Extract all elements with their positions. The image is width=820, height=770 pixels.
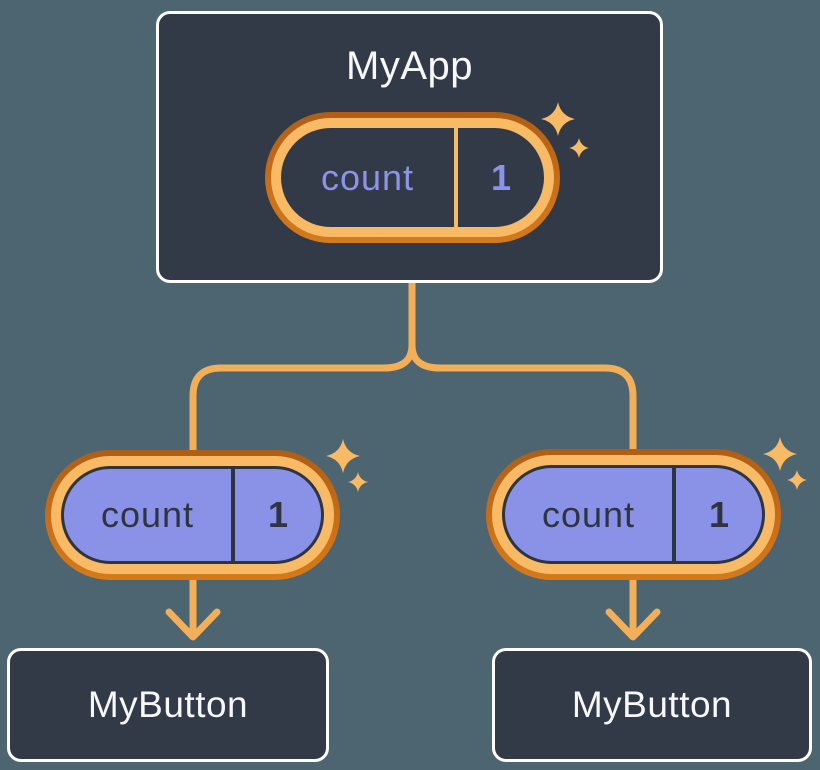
prop-value: 1: [708, 493, 730, 535]
arrow-head-left-icon: [165, 608, 221, 641]
arrow-head-right-icon: [605, 608, 661, 641]
prop-pill-ring: count 1: [51, 456, 334, 574]
component-card-myapp: MyApp count 1: [156, 11, 663, 283]
prop-key-label: count: [100, 494, 195, 535]
component-card-mybutton-left: MyButton: [7, 648, 329, 762]
connector-right-branch: [408, 279, 637, 637]
prop-pill-body: count 1: [61, 466, 324, 564]
prop-pill-right: count 1: [486, 449, 781, 580]
state-value: 1: [490, 156, 512, 198]
state-pill-body: count 1: [281, 128, 544, 227]
pill-divider: [231, 469, 235, 561]
prop-pill-body: count 1: [502, 465, 765, 564]
state-pill-ring: count 1: [271, 118, 554, 237]
prop-key-label: count: [541, 493, 636, 535]
state-pill-myapp: count 1: [265, 112, 560, 243]
component-card-mybutton-right: MyButton: [492, 648, 812, 762]
prop-value: 1: [267, 494, 289, 535]
component-name: MyApp: [346, 44, 473, 88]
pill-divider: [672, 468, 676, 561]
prop-pill-left: count 1: [45, 450, 340, 580]
prop-pill-ring: count 1: [492, 455, 775, 574]
pill-divider: [454, 128, 458, 227]
state-key-label: count: [320, 156, 415, 198]
component-name: MyButton: [571, 684, 733, 725]
component-name: MyButton: [87, 684, 249, 725]
